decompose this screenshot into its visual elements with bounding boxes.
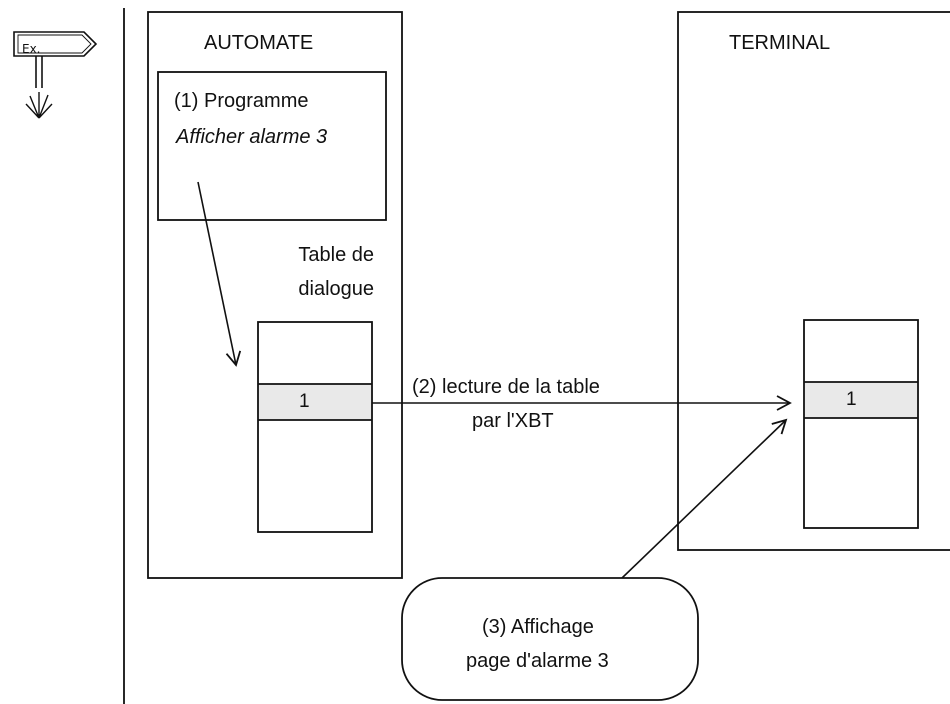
automate-box [147, 11, 403, 579]
program-instruction: Afficher alarme 3 [176, 126, 328, 148]
display-label-2: page d'alarme 3 [466, 650, 609, 672]
terminal-table-highlight-cell [805, 382, 917, 418]
dialogue-table-label-2: dialogue [298, 278, 374, 300]
arrow-display-to-terminal [621, 418, 788, 579]
terminal-table [803, 319, 919, 529]
terminal-title: TERMINAL [729, 32, 831, 54]
terminal-table-value: 1 [846, 389, 857, 410]
program-label: (1) Programme [174, 90, 309, 112]
automate-table [257, 321, 373, 533]
signpost-icon [13, 31, 98, 119]
transfer-label-1: (2) lecture de la table [412, 376, 600, 398]
dialogue-table-label-1: Table de [298, 244, 374, 266]
transfer-label-2: par l'XBT [472, 410, 554, 432]
example-tag-label: Ex. [22, 42, 41, 56]
display-bubble [401, 577, 699, 701]
display-label-1: (3) Affichage [482, 616, 594, 638]
program-box [157, 71, 387, 221]
automate-title: AUTOMATE [204, 32, 314, 54]
arrow-program-to-table [197, 181, 242, 367]
terminal-box [677, 11, 950, 551]
automate-table-highlight-cell [259, 384, 371, 420]
automate-table-value: 1 [299, 391, 310, 412]
